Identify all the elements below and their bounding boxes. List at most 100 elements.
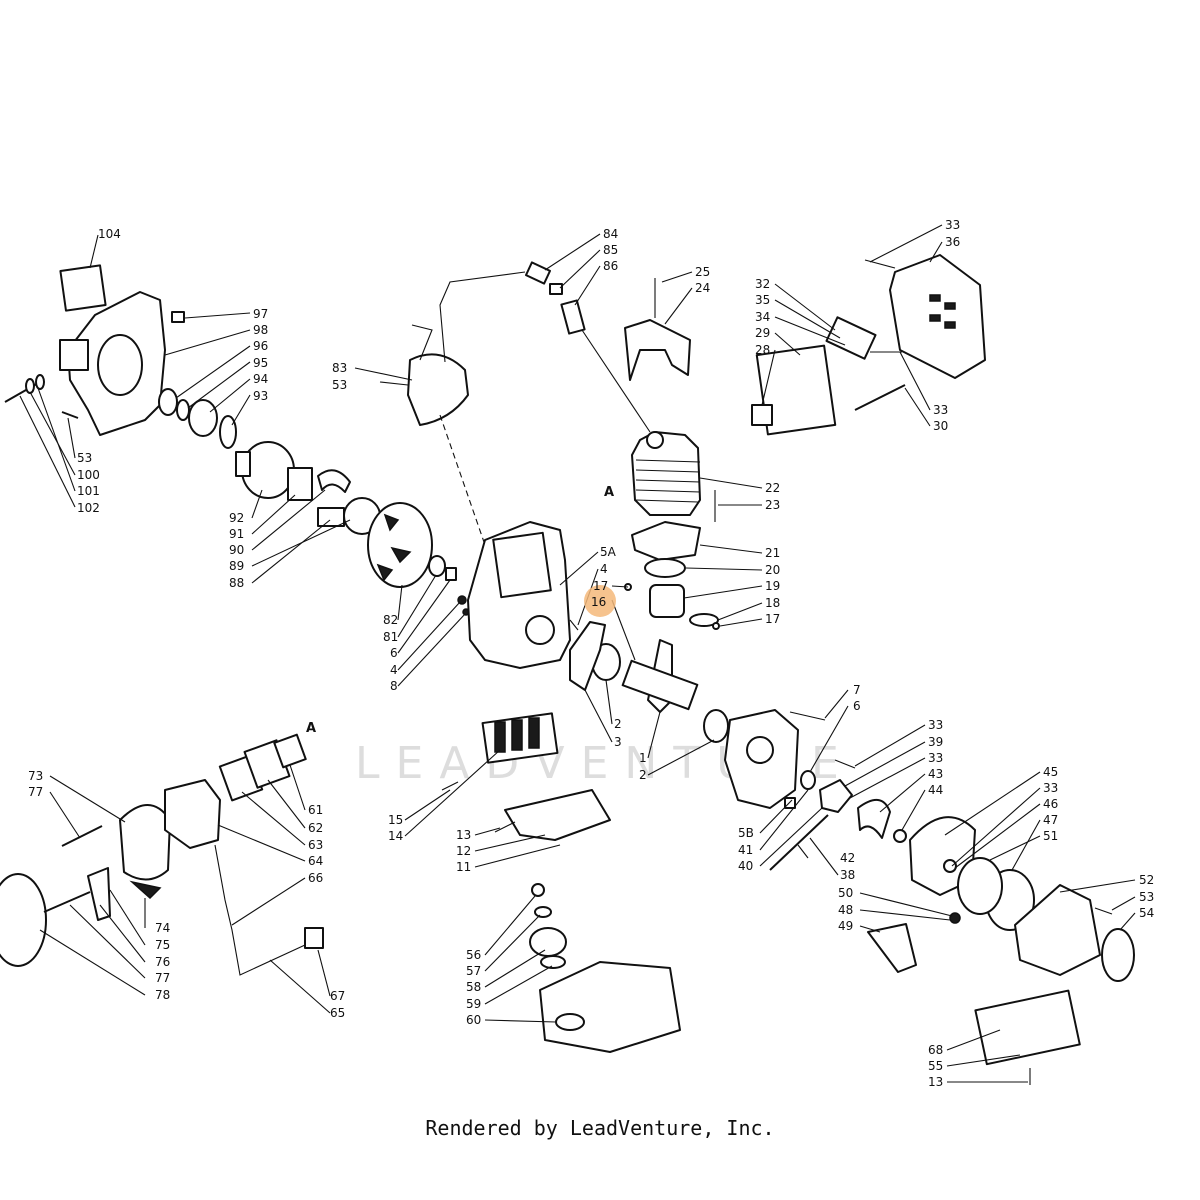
part-label[interactable]: 11 — [456, 860, 471, 874]
part-label[interactable]: 49 — [838, 919, 853, 933]
part-label[interactable]: 102 — [77, 501, 100, 515]
part-label[interactable]: 68 — [928, 1043, 943, 1057]
part-label[interactable]: 96 — [253, 339, 268, 353]
part-label[interactable]: 98 — [253, 323, 268, 337]
part-label[interactable]: 63 — [308, 838, 323, 852]
part-label[interactable]: 66 — [308, 871, 323, 885]
part-label[interactable]: 58 — [466, 980, 481, 994]
part-label[interactable]: 43 — [928, 767, 943, 781]
part-label[interactable]: 48 — [838, 903, 853, 917]
part-label[interactable]: 6 — [390, 646, 398, 660]
part-label[interactable]: 93 — [253, 389, 268, 403]
part-label[interactable]: 89 — [229, 559, 244, 573]
part-label[interactable]: 38 — [840, 868, 855, 882]
part-label[interactable]: 28 — [755, 343, 770, 357]
part-label[interactable]: 17 — [593, 579, 608, 593]
part-label[interactable]: 14 — [388, 829, 403, 843]
part-label[interactable]: 84 — [603, 227, 618, 241]
part-label[interactable]: 33 — [1043, 781, 1058, 795]
part-label[interactable]: 57 — [466, 964, 481, 978]
part-label[interactable]: 67 — [330, 989, 345, 1003]
part-label[interactable]: 62 — [308, 821, 323, 835]
part-label[interactable]: 20 — [765, 563, 780, 577]
part-label[interactable]: 6 — [853, 699, 861, 713]
part-label[interactable]: 92 — [229, 511, 244, 525]
part-label[interactable]: 85 — [603, 243, 618, 257]
part-label[interactable]: 18 — [765, 596, 780, 610]
part-label[interactable]: 76 — [155, 955, 170, 969]
part-label[interactable]: 88 — [229, 576, 244, 590]
part-label[interactable]: 95 — [253, 356, 268, 370]
part-label[interactable]: 45 — [1043, 765, 1058, 779]
part-label[interactable]: 29 — [755, 326, 770, 340]
part-label[interactable]: 91 — [229, 527, 244, 541]
part-label[interactable]: 101 — [77, 484, 100, 498]
part-label[interactable]: 61 — [308, 803, 323, 817]
part-label[interactable]: 36 — [945, 235, 960, 249]
part-label[interactable]: 22 — [765, 481, 780, 495]
part-label[interactable]: 90 — [229, 543, 244, 557]
part-label[interactable]: 82 — [383, 613, 398, 627]
part-label[interactable]: 97 — [253, 307, 268, 321]
part-label[interactable]: 23 — [765, 498, 780, 512]
part-label[interactable]: 47 — [1043, 813, 1058, 827]
part-label[interactable]: 86 — [603, 259, 618, 273]
part-label[interactable]: 5A — [600, 545, 617, 559]
part-label[interactable]: 15 — [388, 813, 403, 827]
part-label[interactable]: 56 — [466, 948, 481, 962]
part-label[interactable]: 54 — [1139, 906, 1154, 920]
part-label[interactable]: 53 — [77, 451, 92, 465]
part-label[interactable]: 44 — [928, 783, 943, 797]
part-label[interactable]: 83 — [332, 361, 347, 375]
part-label[interactable]: 2 — [614, 717, 622, 731]
part-label[interactable]: 77 — [28, 785, 43, 799]
part-label[interactable]: 12 — [456, 844, 471, 858]
part-label[interactable]: 8 — [390, 679, 398, 693]
part-label[interactable]: 53 — [1139, 890, 1154, 904]
part-label[interactable]: 100 — [77, 468, 100, 482]
part-label[interactable]: 52 — [1139, 873, 1154, 887]
part-label[interactable]: 75 — [155, 938, 170, 952]
part-label[interactable]: 51 — [1043, 829, 1058, 843]
part-label[interactable]: 13 — [456, 828, 471, 842]
highlighted-part-label[interactable]: 16 — [591, 595, 606, 609]
part-label[interactable]: 35 — [755, 293, 770, 307]
part-label[interactable]: 65 — [330, 1006, 345, 1020]
part-label[interactable]: 60 — [466, 1013, 481, 1027]
part-label[interactable]: 21 — [765, 546, 780, 560]
part-label[interactable]: 1 — [639, 751, 647, 765]
part-label[interactable]: 33 — [928, 751, 943, 765]
part-label[interactable]: 74 — [155, 921, 170, 935]
part-label[interactable]: 42 — [840, 851, 855, 865]
part-label[interactable]: 3 — [614, 735, 622, 749]
part-label[interactable]: 33 — [933, 403, 948, 417]
part-label[interactable]: 53 — [332, 378, 347, 392]
part-label[interactable]: 94 — [253, 372, 268, 386]
part-label[interactable]: 32 — [755, 277, 770, 291]
part-label[interactable]: 25 — [695, 265, 710, 279]
part-label[interactable]: 24 — [695, 281, 710, 295]
part-label[interactable]: 30 — [933, 419, 948, 433]
part-label[interactable]: 39 — [928, 735, 943, 749]
part-label[interactable]: 19 — [765, 579, 780, 593]
part-label[interactable]: 77 — [155, 971, 170, 985]
part-label[interactable]: 78 — [155, 988, 170, 1002]
part-label[interactable]: 59 — [466, 997, 481, 1011]
part-label[interactable]: 7 — [853, 683, 861, 697]
part-label[interactable]: 17 — [765, 612, 780, 626]
part-label[interactable]: 104 — [98, 227, 121, 241]
part-label[interactable]: 33 — [945, 218, 960, 232]
part-label[interactable]: 4 — [600, 562, 608, 576]
part-label[interactable]: 41 — [738, 843, 753, 857]
part-label[interactable]: 4 — [390, 663, 398, 677]
part-label[interactable]: 40 — [738, 859, 753, 873]
part-label[interactable]: 50 — [838, 886, 853, 900]
part-label[interactable]: 2 — [639, 768, 647, 782]
part-label[interactable]: 5B — [738, 826, 754, 840]
part-label[interactable]: 81 — [383, 630, 398, 644]
part-label[interactable]: 13 — [928, 1075, 943, 1089]
part-label[interactable]: 46 — [1043, 797, 1058, 811]
part-label[interactable]: 73 — [28, 769, 43, 783]
part-label[interactable]: 34 — [755, 310, 770, 324]
part-label[interactable]: 64 — [308, 854, 323, 868]
